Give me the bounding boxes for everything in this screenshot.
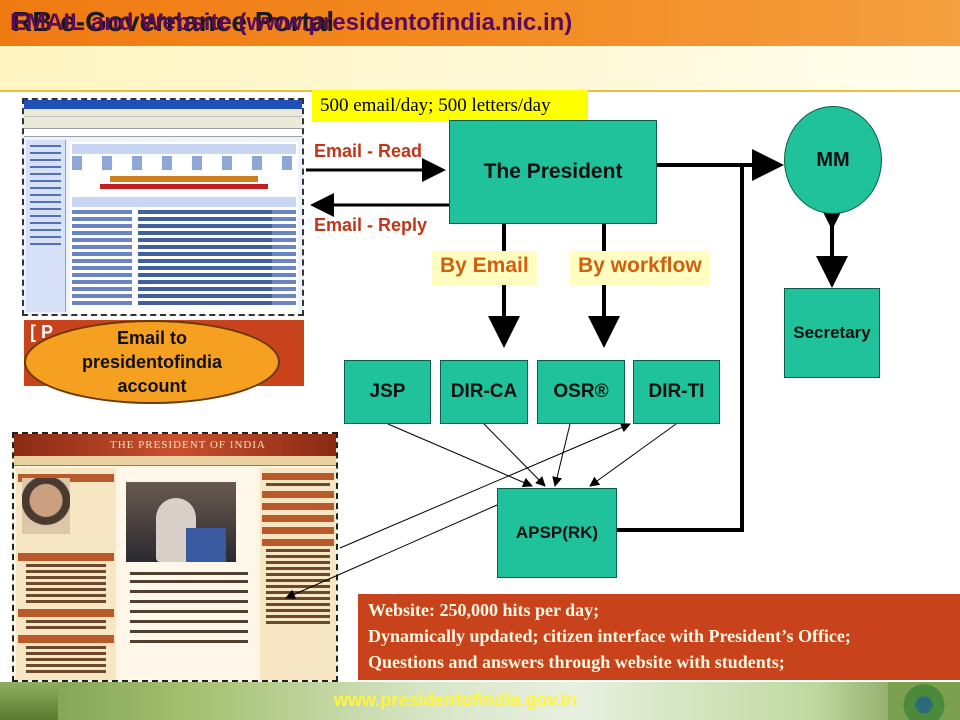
president-portrait (22, 478, 70, 534)
page-title: RB e-Governance Portal (12, 6, 335, 37)
email-account-oval: Email to presidentofindia account (24, 320, 280, 404)
dir-ca-box: DIR-CA (440, 360, 528, 424)
info-line-3: Questions and answers through website wi… (368, 652, 785, 672)
subtitle-bar (0, 46, 960, 92)
dir-ti-box: DIR-TI (633, 360, 720, 424)
website-banner: THE PRESIDENT OF INDIA (110, 439, 266, 451)
info-line-1: Website: 250,000 hits per day; (368, 600, 600, 620)
mm-circle: MM (784, 106, 882, 214)
footer-bar (0, 682, 960, 720)
secretary-box: Secretary (784, 288, 880, 378)
by-email-label: By Email (432, 251, 537, 285)
footer-left-image (0, 682, 58, 720)
page-subtitle: EMAIL and Website (www.presidentofindia.… (10, 9, 573, 36)
osr-box: OSR® (537, 360, 625, 424)
osr-apsp-line (552, 423, 571, 487)
footer-url[interactable]: www.presidentofindia.gov.in (334, 690, 578, 710)
email-read-label: Email - Read (314, 141, 423, 161)
dirti-apsp-line (589, 423, 677, 487)
apsp-box: APSP(RK) (497, 488, 617, 578)
jsp-apsp-line (387, 423, 533, 488)
website-screenshot: THE PRESIDENT OF INDIA (12, 432, 338, 682)
info-line-2: Dynamically updated; citizen interface w… (368, 626, 851, 646)
website-info-box: Website: 250,000 hits per day; Dynamical… (358, 594, 960, 680)
president-box: The President (449, 120, 657, 224)
footer-right-image (888, 682, 960, 720)
jsp-box: JSP (344, 360, 431, 424)
email-reply-label: Email - Reply (314, 215, 428, 235)
email-client-screenshot (22, 98, 304, 316)
title-bar (0, 0, 960, 46)
event-photo (126, 482, 236, 562)
dirca-apsp-line (483, 423, 546, 487)
by-workflow-label: By workflow (570, 251, 710, 285)
email-account-label: Email to presidentofindia account (81, 328, 222, 396)
volume-note: 500 email/day; 500 letters/day (312, 90, 588, 122)
